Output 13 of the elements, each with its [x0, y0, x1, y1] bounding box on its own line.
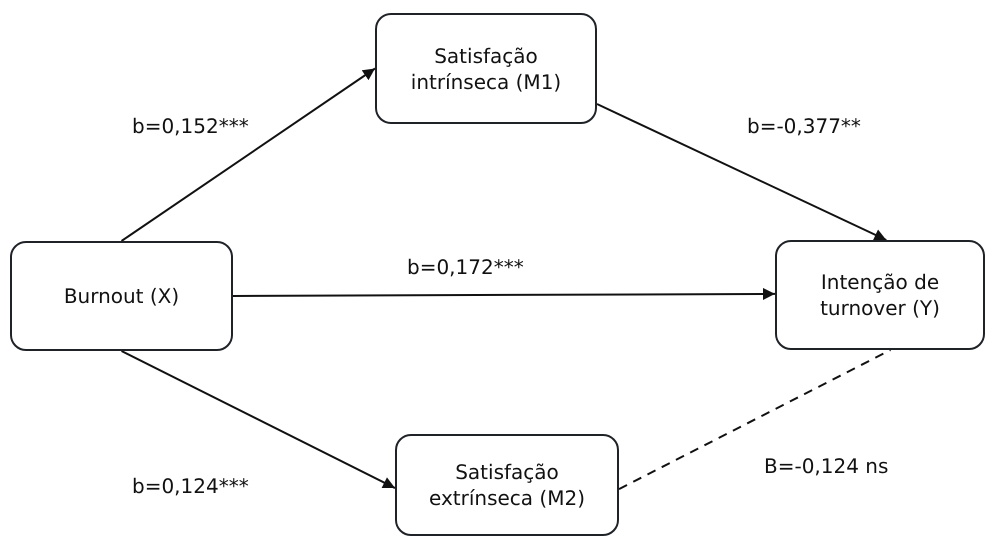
node-label: Burnout (X)	[64, 283, 180, 309]
node-label: Satisfação extrínseca (M2)	[428, 459, 586, 511]
rounded-box	[10, 241, 233, 351]
rounded-box	[775, 240, 985, 350]
arrow	[120, 68, 376, 242]
rounded-box	[375, 13, 597, 124]
arrow	[121, 350, 396, 489]
arrow	[233, 288, 775, 300]
node-label: Satisfação intrínseca (M1)	[410, 42, 562, 94]
rounded-box	[395, 434, 619, 536]
arrow	[596, 103, 887, 241]
dashed-connector	[618, 349, 891, 490]
node-label: Intenção de turnover (Y)	[819, 269, 941, 321]
